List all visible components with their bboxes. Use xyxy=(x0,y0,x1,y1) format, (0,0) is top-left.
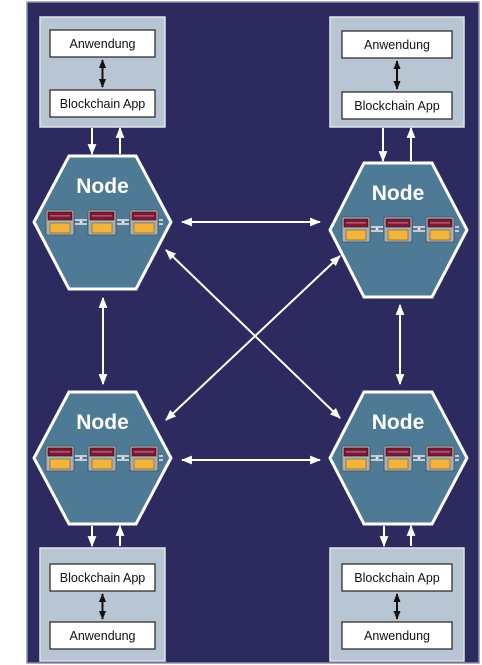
blockchain-app-label: Blockchain App xyxy=(60,571,146,585)
blockchain-app-box xyxy=(341,91,453,120)
blockchain-blocks xyxy=(341,216,460,243)
anwendung-label: Anwendung xyxy=(364,38,430,52)
blockchain-app-box xyxy=(49,563,156,592)
blockchain-app-label: Blockchain App xyxy=(60,97,146,111)
blockchain-app-box xyxy=(341,563,453,592)
app-panel-bottom-left: Blockchain App Anwendung xyxy=(39,547,166,662)
app-panel-top-left: Anwendung Blockchain App xyxy=(39,16,166,128)
node-top-right: Node xyxy=(328,161,469,299)
anwendung-box xyxy=(49,29,156,58)
anwendung-label: Anwendung xyxy=(69,629,135,643)
blockchain-app-label: Blockchain App xyxy=(354,99,440,113)
anwendung-box xyxy=(341,30,453,59)
blockchain-app-box xyxy=(49,89,156,118)
node-top-left: Node xyxy=(32,154,173,291)
blockchain-blocks xyxy=(341,445,460,472)
anwendung-label: Anwendung xyxy=(69,37,135,51)
node-label: Node xyxy=(76,411,129,434)
blockchain-blocks xyxy=(45,209,164,236)
node-bottom-right: Node xyxy=(328,390,469,526)
node-label: Node xyxy=(372,411,425,434)
app-panel-top-right: Anwendung Blockchain App xyxy=(329,16,465,128)
node-label: Node xyxy=(372,182,425,205)
node-bottom-left: Node xyxy=(32,390,173,526)
anwendung-box xyxy=(341,621,453,650)
blockchain-blocks xyxy=(45,445,164,472)
connection-diagonal-tr-bl xyxy=(165,255,341,421)
anwendung-box xyxy=(49,621,156,650)
blockchain-app-label: Blockchain App xyxy=(354,571,440,585)
app-panel-bottom-right: Blockchain App Anwendung xyxy=(329,547,465,662)
node-label: Node xyxy=(76,175,129,198)
anwendung-label: Anwendung xyxy=(364,629,430,643)
